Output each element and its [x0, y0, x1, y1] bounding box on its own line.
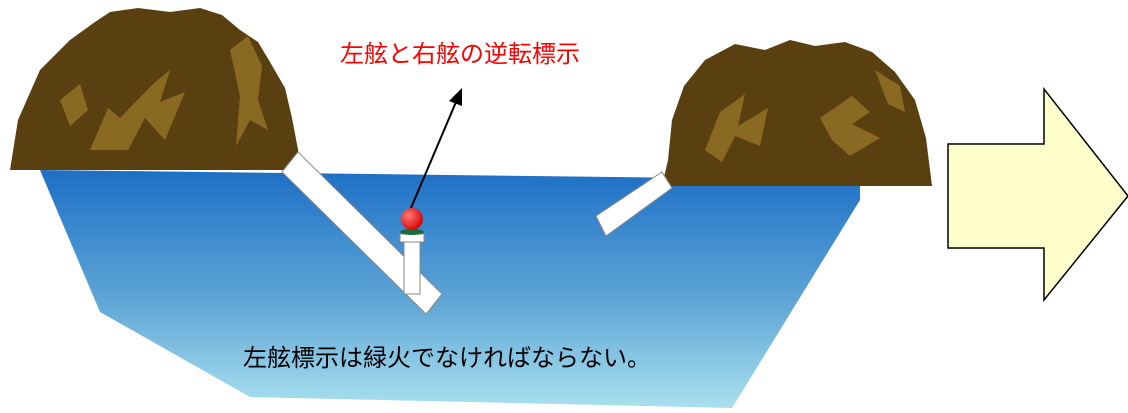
- left-plank: [281, 151, 443, 315]
- left-rock: [10, 8, 300, 170]
- pointer-arrow: [410, 88, 462, 209]
- beacon: [399, 208, 425, 295]
- beacon-base-ring: [400, 229, 424, 235]
- right-arrow-shape: [947, 86, 1128, 303]
- port-marking-caption: 左舷標示は緑火でなければならない。: [243, 344, 651, 372]
- reversal-marking-label: 左舷と右舷の逆転標示: [340, 40, 580, 68]
- right-plank: [595, 171, 673, 237]
- beacon-post: [403, 237, 421, 295]
- beacon-cap: [399, 233, 425, 243]
- beacon-red-light: [401, 208, 423, 230]
- water-body: [40, 170, 860, 408]
- right-rock: [662, 40, 932, 186]
